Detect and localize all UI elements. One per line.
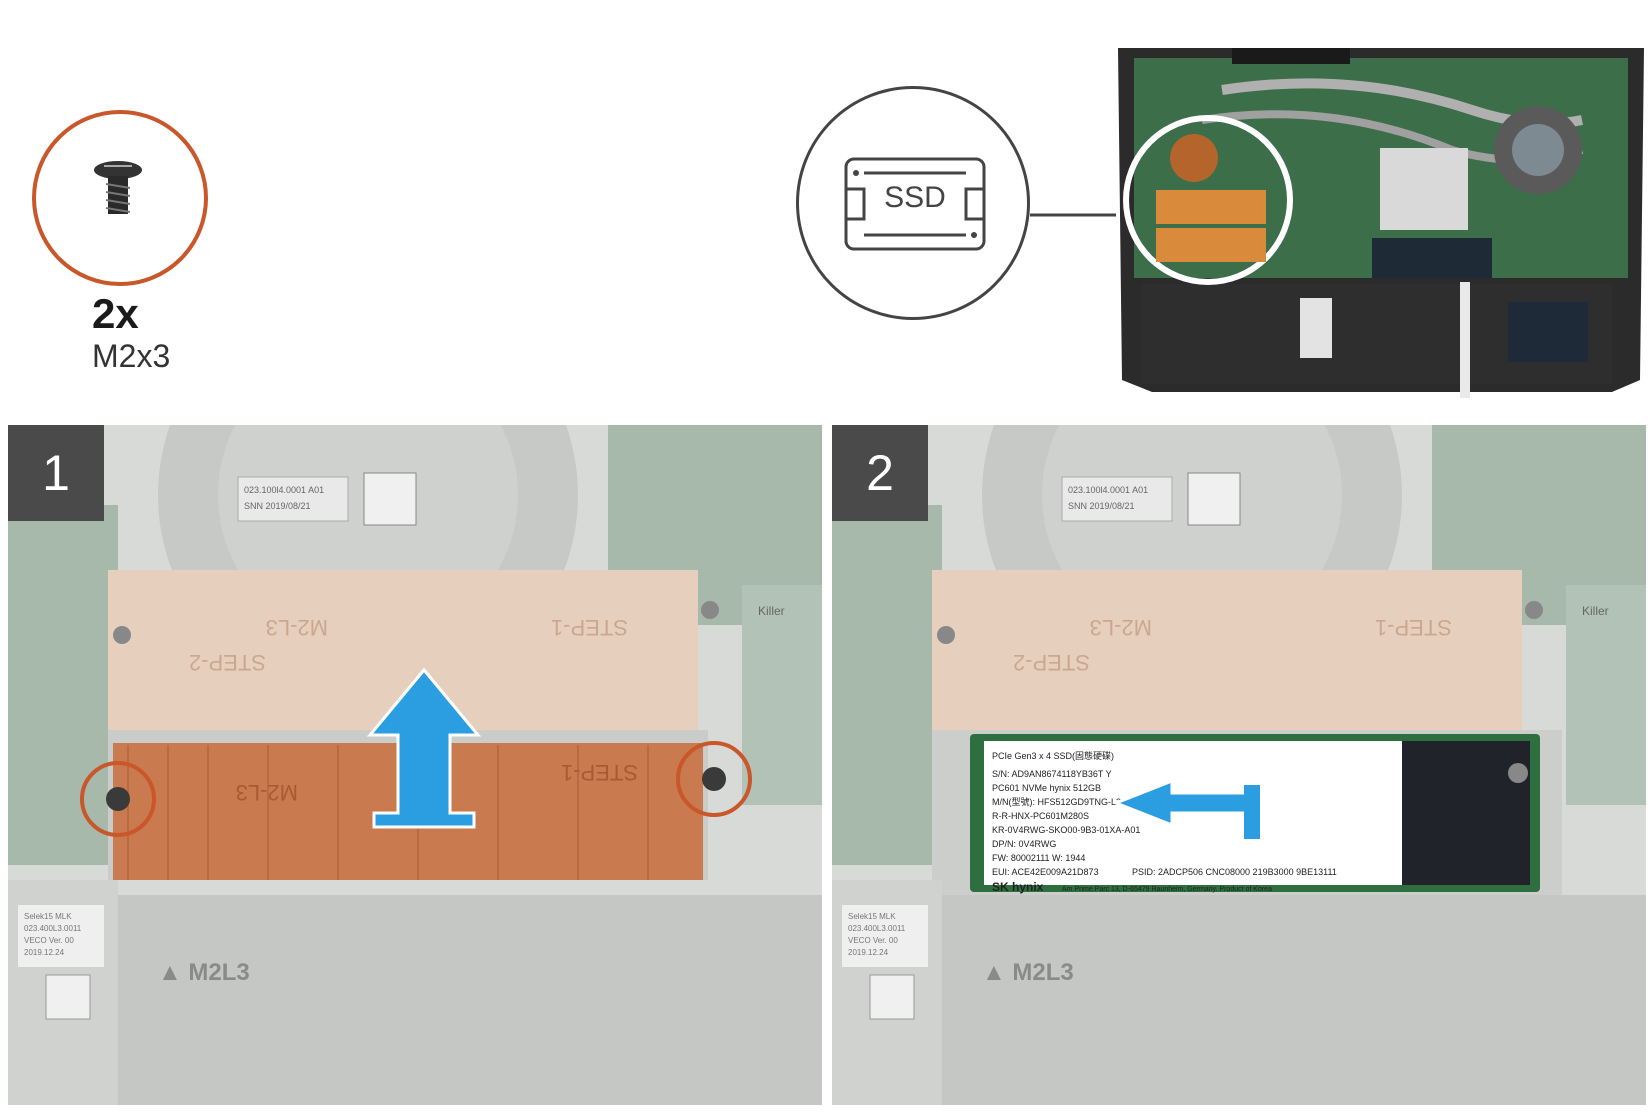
svg-text:Selek15 MLK: Selek15 MLK: [848, 912, 896, 921]
svg-text:PCIe Gen3 x 4 SSD(固態硬碟): PCIe Gen3 x 4 SSD(固態硬碟): [992, 750, 1114, 761]
svg-text:M2-L3: M2-L3: [236, 780, 298, 805]
svg-text:M2-L3: M2-L3: [1090, 615, 1152, 640]
slot-label: ▲ M2L3: [158, 959, 250, 986]
step-1-badge: 1: [8, 425, 104, 521]
svg-text:2019.12.24: 2019.12.24: [24, 948, 65, 957]
svg-text:023.400L3.0011: 023.400L3.0011: [24, 924, 82, 933]
svg-text:STEP-1: STEP-1: [1375, 615, 1452, 640]
svg-text:SNN 2019/08/21: SNN 2019/08/21: [1068, 501, 1135, 511]
lift-arrow: [366, 667, 482, 829]
svg-text:VECO Ver. 00: VECO Ver. 00: [24, 936, 74, 945]
laptop-bottom-overview: [1112, 40, 1650, 398]
svg-text:M/N(型號): HFS512GD9TNG-L2A0A B: M/N(型號): HFS512GD9TNG-L2A0A BA: [992, 796, 1152, 807]
svg-text:023.100l4.0001 A01: 023.100l4.0001 A01: [1068, 485, 1148, 495]
svg-text:STEP-1: STEP-1: [561, 760, 638, 785]
svg-text:Am Prime Parc 13, D-65479 Raun: Am Prime Parc 13, D-65479 Raunheim, Germ…: [1062, 886, 1272, 893]
screw-callout-right: [676, 741, 752, 817]
svg-text:Killer: Killer: [758, 604, 785, 618]
svg-text:2019.12.24: 2019.12.24: [848, 948, 889, 957]
qr-code: [363, 472, 417, 526]
svg-text:▲ M2L3: ▲ M2L3: [982, 959, 1074, 986]
screw-count: 2x: [92, 290, 139, 337]
plate-text-m2l3: M2-L3: [266, 615, 328, 640]
svg-text:Selek15 MLK: Selek15 MLK: [24, 912, 72, 921]
ssd-callout-circle: [796, 86, 1030, 320]
svg-text:DP/N: 0V4RWG: DP/N: 0V4RWG: [992, 839, 1056, 849]
ssd-label: SSD: [884, 181, 946, 214]
svg-text:VECO Ver. 00: VECO Ver. 00: [848, 936, 898, 945]
svg-text:EUI: ACE42E009A21D873: EUI: ACE42E009A21D873: [992, 867, 1099, 877]
svg-text:PC601 NVMe hynix 512GB: PC601 NVMe hynix 512GB: [992, 783, 1101, 793]
step-2-panel: 023.100l4.0001 A01 SNN 2019/08/21 STEP-2…: [832, 425, 1646, 1105]
screw-type: M2x3: [92, 338, 171, 374]
step-1-panel: 023.100l4.0001 A01 SNN 2019/08/21 STEP-2…: [8, 425, 822, 1105]
screw-legend-circle: [32, 110, 208, 286]
ssd-icon: SSD: [842, 155, 988, 253]
plate-text-step2: STEP-2: [189, 650, 266, 675]
fan-label-line1: 023.100l4.0001 A01: [244, 485, 324, 495]
svg-text:STEP-2: STEP-2: [1013, 650, 1090, 675]
callout-connector-line: [1030, 213, 1116, 217]
svg-text:FW: 80002111 W: 1944: FW: 80002111 W: 1944: [992, 853, 1085, 863]
step-1-illustration: 023.100l4.0001 A01 SNN 2019/08/21 STEP-2…: [8, 425, 822, 1105]
ssd-brand: SK hynix: [992, 880, 1044, 894]
svg-text:Killer: Killer: [1582, 604, 1609, 618]
svg-text:R-R-HNX-PC601M280S: R-R-HNX-PC601M280S: [992, 811, 1089, 821]
screw-icon: [94, 161, 142, 214]
svg-text:KR-0V4RWG-SKO00-9B3-01XA-A01: KR-0V4RWG-SKO00-9B3-01XA-A01: [992, 825, 1140, 835]
step-2-badge: 2: [832, 425, 928, 521]
plate-text-step1: STEP-1: [551, 615, 628, 640]
svg-text:023.400L3.0011: 023.400L3.0011: [848, 924, 906, 933]
screw-callout-left: [80, 761, 156, 837]
step-2-illustration: 023.100l4.0001 A01 SNN 2019/08/21 STEP-2…: [832, 425, 1646, 1105]
fan-label-line2: SNN 2019/08/21: [244, 501, 311, 511]
svg-text:PSID: 2ADCP506 CNC08000 219B30: PSID: 2ADCP506 CNC08000 219B3000 9BE1311…: [1132, 867, 1337, 877]
svg-text:S/N: AD9AN8674118YB36T: S/N: AD9AN8674118YB36T Y: [992, 769, 1112, 779]
